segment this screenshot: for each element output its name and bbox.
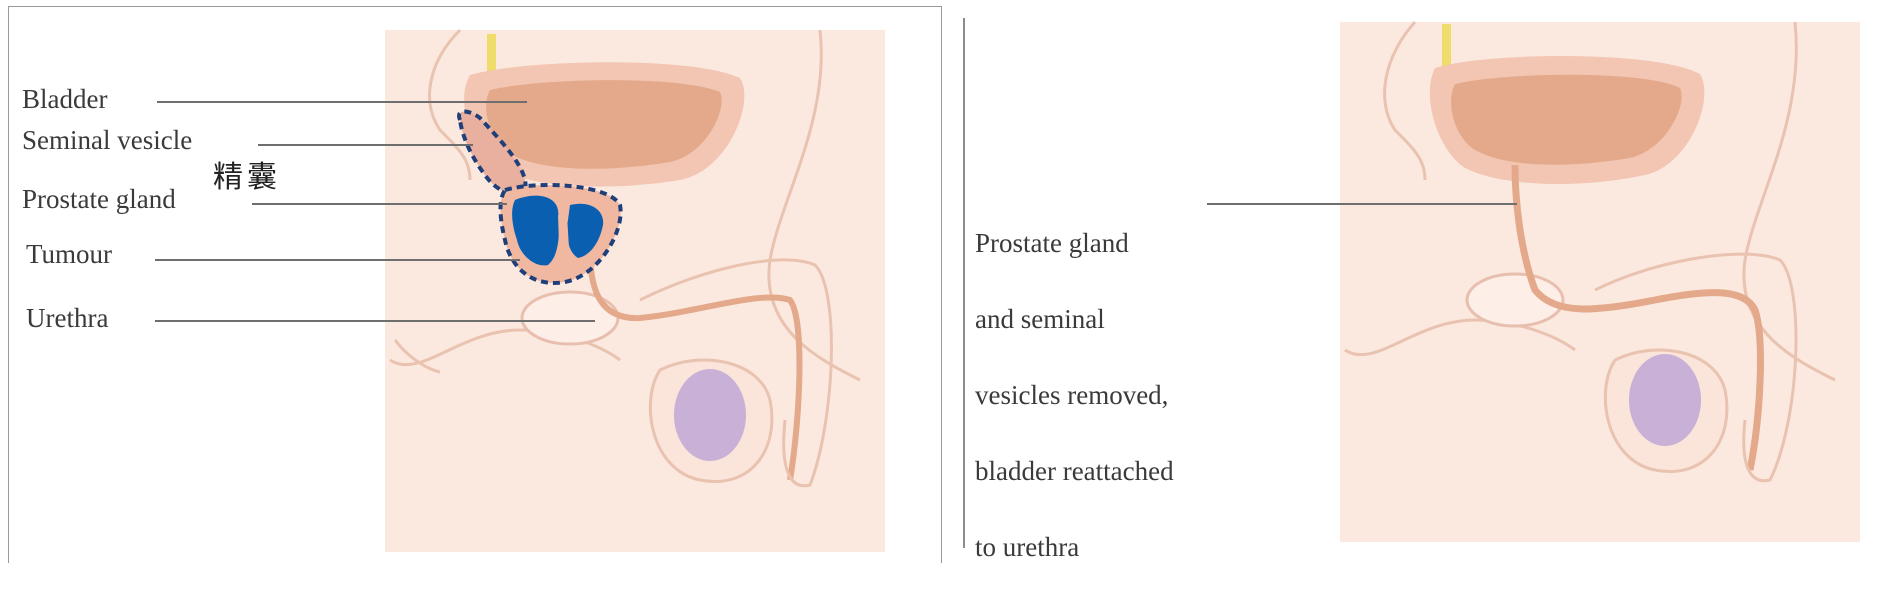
leader-bladder <box>157 101 527 103</box>
pubic-bone <box>1465 272 1565 328</box>
post-surgery-note: Prostate gland and seminal vesicles remo… <box>975 186 1174 604</box>
label-urethra: Urethra <box>26 303 109 333</box>
urethra <box>1511 164 1764 471</box>
note-line: vesicles removed, <box>975 380 1169 410</box>
note-line: Prostate gland <box>975 228 1129 258</box>
ureter <box>487 34 496 86</box>
anatomy-illustration-before <box>385 28 885 552</box>
label-seminal-vesicle-cn: 精囊 <box>213 161 281 194</box>
urethra <box>587 249 803 481</box>
after-surgery-panel: Prostate gland and seminal vesicles remo… <box>955 0 1898 563</box>
prostate-center <box>558 215 570 268</box>
leader-urethra <box>155 320 595 322</box>
panel-frame <box>8 6 942 563</box>
ureter <box>1442 24 1451 74</box>
label-seminal-vesicle: Seminal vesicle <box>22 125 193 155</box>
panel-divider <box>963 18 965 548</box>
leader-prostate-gland <box>252 203 507 205</box>
testis <box>1629 354 1701 446</box>
leader-tumour <box>155 259 520 261</box>
pubic-outline <box>393 339 441 374</box>
before-surgery-panel: Bladder Seminal vesicle 精囊 Prostate glan… <box>0 0 950 563</box>
bladder <box>1451 74 1682 165</box>
penis-outline <box>1594 252 1798 483</box>
note-line: and seminal <box>975 304 1105 334</box>
penis-outline <box>639 258 833 488</box>
abdomen-outline <box>428 28 472 181</box>
tumour-left-lobe <box>512 195 559 266</box>
leader-seminal-vesicle <box>258 144 473 146</box>
label-prostate-gland: Prostate gland <box>22 184 176 214</box>
leader-prostate-removed <box>1207 203 1517 205</box>
tumour-right-lobe <box>566 203 604 258</box>
note-line: to urethra <box>975 532 1080 562</box>
seminal-vesicle <box>457 109 528 196</box>
anatomy-illustration-after <box>1340 20 1860 542</box>
abdomen-outline <box>1383 20 1427 181</box>
testis <box>674 369 746 461</box>
label-tumour: Tumour <box>26 239 113 269</box>
bladder <box>486 80 722 169</box>
note-line: bladder reattached <box>975 456 1174 486</box>
back-outline <box>1742 21 1836 382</box>
label-bladder: Bladder <box>22 84 108 114</box>
pelvis-outline <box>1344 318 1576 357</box>
